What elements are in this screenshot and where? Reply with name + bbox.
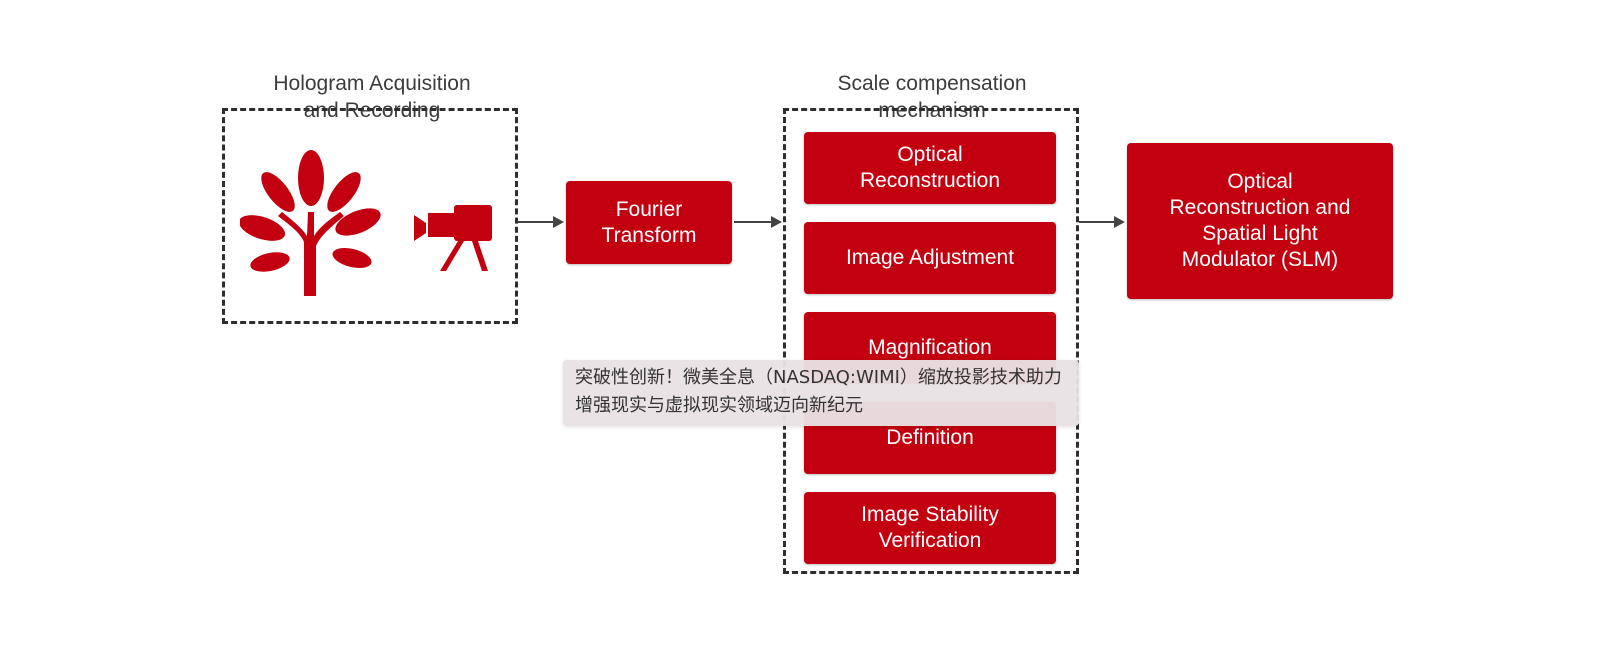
step-image-adjustment: Image Adjustment [804, 222, 1056, 294]
step-image-stability-verification: Image Stability Verification [804, 492, 1056, 564]
arrow-fourier-to-scale [734, 216, 782, 228]
arrow-acquisition-to-fourier [518, 216, 564, 228]
scale-group-box [783, 108, 1079, 574]
camera-icon [414, 205, 492, 271]
step-optical-reconstruction: Optical Reconstruction [804, 132, 1056, 204]
arrow-scale-to-output [1079, 216, 1125, 228]
fourier-transform-box: Fourier Transform [566, 181, 732, 264]
tree-icon [240, 150, 381, 296]
caption-overlay: 突破性创新！微美全息（NASDAQ:WIMI）缩放投影技术助力增强现实与虚拟现实… [563, 360, 1079, 426]
scale-group-title: Scale compensation mechanism [837, 72, 1027, 122]
optical-reconstruction-slm-box: Optical Reconstruction and Spatial Light… [1127, 143, 1393, 299]
acquisition-group-box [222, 108, 518, 324]
